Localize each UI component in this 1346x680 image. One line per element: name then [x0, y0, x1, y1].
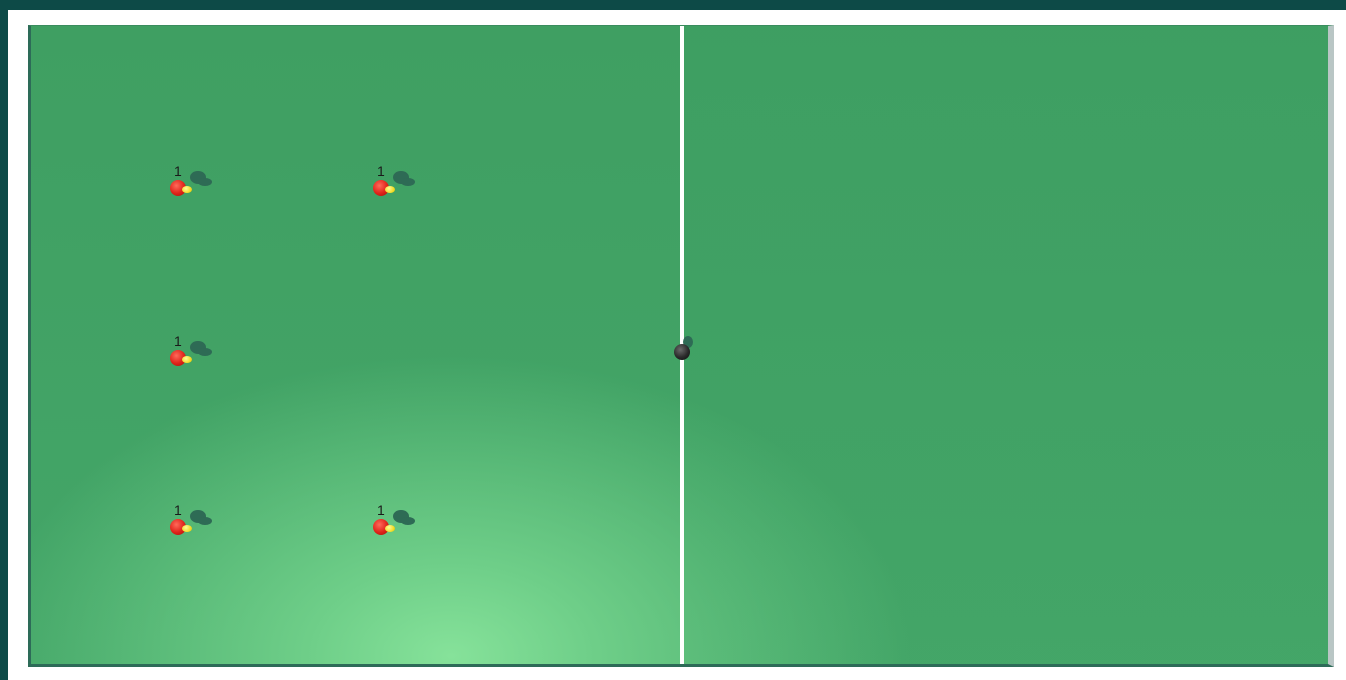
ball-icon[interactable] — [674, 334, 704, 364]
player-hand-icon — [182, 186, 192, 193]
player-hand-icon — [385, 186, 395, 193]
player-number: 1 — [377, 164, 385, 178]
player-4[interactable]: 1 — [170, 503, 220, 543]
player-shadow-tail — [198, 517, 212, 525]
player-shadow-tail — [401, 178, 415, 186]
player-3[interactable]: 1 — [170, 334, 220, 374]
player-hand-icon — [182, 525, 192, 532]
court-frame: 1 1 1 1 1 — [8, 10, 1346, 680]
player-hand-icon — [385, 525, 395, 532]
player-2[interactable]: 1 — [373, 164, 423, 204]
field-right-half — [683, 26, 1328, 664]
player-number: 1 — [377, 503, 385, 517]
player-shadow-tail — [198, 348, 212, 356]
player-hand-icon — [182, 356, 192, 363]
player-number: 1 — [174, 164, 182, 178]
player-shadow-tail — [401, 517, 415, 525]
playing-field[interactable]: 1 1 1 1 1 — [28, 25, 1334, 667]
player-number: 1 — [174, 503, 182, 517]
ball-core — [674, 344, 690, 360]
player-1[interactable]: 1 — [170, 164, 220, 204]
player-shadow-tail — [198, 178, 212, 186]
player-5[interactable]: 1 — [373, 503, 423, 543]
player-number: 1 — [174, 334, 182, 348]
